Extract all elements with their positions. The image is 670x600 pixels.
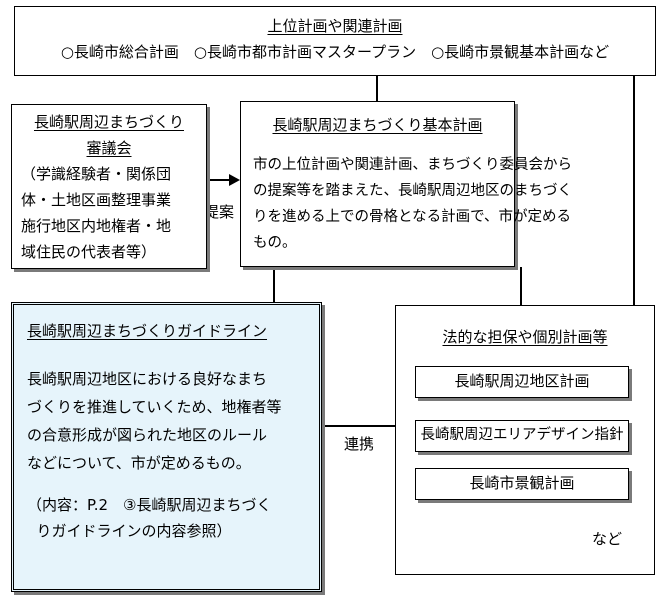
upper-plans-title: 上位計画や関連計画	[267, 17, 403, 35]
legal-plans-title: 法的な担保や個別計画等	[442, 328, 608, 346]
link-label: 連携	[344, 435, 375, 453]
basic-plan-description: 市の上位計画や関連計画、まちづくり委員会から の提案等を踏まえた、長崎駅周辺地区…	[253, 157, 572, 251]
connector-basic-to-legal	[520, 267, 522, 305]
proposal-label: 提案	[204, 203, 235, 221]
connector-top-to-legal	[633, 76, 635, 305]
guideline-description: 長崎駅周辺地区における良好なまち づくりを推進していくため、地権者等 の合意形成…	[27, 370, 282, 472]
council-title-line1: 長崎駅周辺まちづくり	[33, 113, 184, 131]
connector-guideline-to-legal	[322, 425, 395, 427]
basic-plan-title: 長崎駅周辺まちづくり基本計画	[272, 116, 483, 134]
guideline-box: 長崎駅周辺まちづくりガイドライン 長崎駅周辺地区における良好なまち づくりを推進…	[11, 302, 322, 592]
upper-plans-box: 上位計画や関連計画 ○長崎市総合計画 ○長崎市都市計画マスタープラン ○長崎市景…	[14, 6, 656, 76]
basic-plan-box: 長崎駅周辺まちづくり基本計画 市の上位計画や関連計画、まちづくり委員会から の提…	[240, 101, 572, 267]
connector-top-to-basic	[376, 76, 378, 101]
council-box: 長崎駅周辺まちづくり 審議会 （学識経験者・関係団 体・土地区画整理事業 施行地…	[11, 104, 207, 269]
plan-item-landscape-plan: 長崎市景観計画	[415, 468, 629, 500]
connector-basic-to-guideline	[273, 267, 275, 302]
plan-item-district-plan: 長崎駅周辺地区計画	[415, 366, 629, 398]
council-title-line2: 審議会	[86, 139, 132, 157]
guideline-title: 長崎駅周辺まちづくりガイドライン	[27, 322, 268, 340]
legal-plans-box: 法的な担保や個別計画等 長崎駅周辺地区計画 長崎駅周辺エリアデザイン指針 長崎市…	[395, 305, 655, 575]
plan-item-area-design-guideline: 長崎駅周辺エリアデザイン指針	[415, 420, 629, 452]
upper-plans-items: ○長崎市総合計画 ○長崎市都市計画マスタープラン ○長崎市景観基本計画など	[60, 43, 610, 61]
legal-plans-etc: など	[592, 530, 623, 548]
council-members: （学識経験者・関係団 体・土地区画整理事業 施行地区内地権者・地 域住民の代表者…	[21, 165, 172, 261]
proposal-arrow	[207, 174, 240, 186]
guideline-reference-note: （内容：P.2 ③長崎駅周辺まちづく りガイドラインの内容参照）	[27, 496, 272, 540]
